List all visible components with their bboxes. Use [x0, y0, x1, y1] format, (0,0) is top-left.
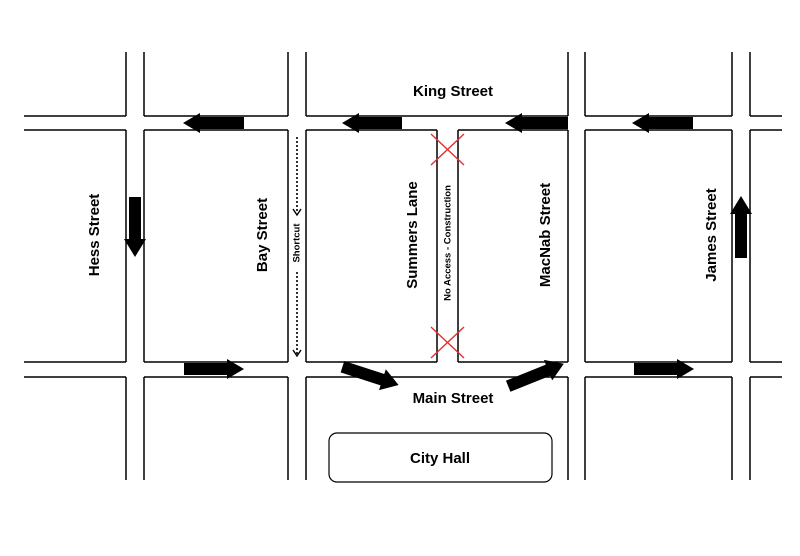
main-street-label: Main Street	[413, 390, 494, 407]
arrow-icon	[340, 361, 399, 391]
arrow-icon	[342, 113, 402, 133]
arrow-icon	[505, 359, 564, 392]
arrow-icon	[184, 359, 244, 379]
bay-street-road	[287, 52, 307, 480]
macnab-street-road	[567, 52, 586, 480]
arrow-icon	[183, 113, 244, 133]
shortcut-label: Shortcut	[292, 223, 303, 263]
hess-street-road	[125, 52, 145, 480]
bay-street-label: Bay Street	[254, 198, 271, 272]
city-hall-box	[328, 432, 553, 483]
x-mark-icon	[430, 326, 465, 359]
arrow-icon	[730, 196, 752, 258]
no-access-label: No Access - Construction	[443, 185, 454, 301]
king-street-label: King Street	[413, 83, 493, 100]
arrow-icon	[632, 113, 693, 133]
city-hall-label: City Hall	[410, 450, 470, 467]
arrow-icon	[634, 359, 694, 379]
x-mark-icon	[430, 133, 465, 166]
main-street-road	[24, 361, 782, 378]
hess-street-label: Hess Street	[86, 194, 103, 277]
shortcut-route	[292, 137, 302, 358]
macnab-street-label: MacNab Street	[537, 183, 554, 287]
summers-lane-road	[436, 130, 459, 362]
james-street-label: James Street	[703, 188, 720, 281]
arrow-icon	[505, 113, 568, 133]
summers-lane-label: Summers Lane	[404, 181, 421, 289]
king-street-road	[24, 115, 782, 131]
james-street-road	[731, 52, 751, 480]
arrow-icon	[124, 197, 146, 257]
closure-marks	[430, 133, 465, 359]
one-way-arrows	[124, 113, 752, 392]
